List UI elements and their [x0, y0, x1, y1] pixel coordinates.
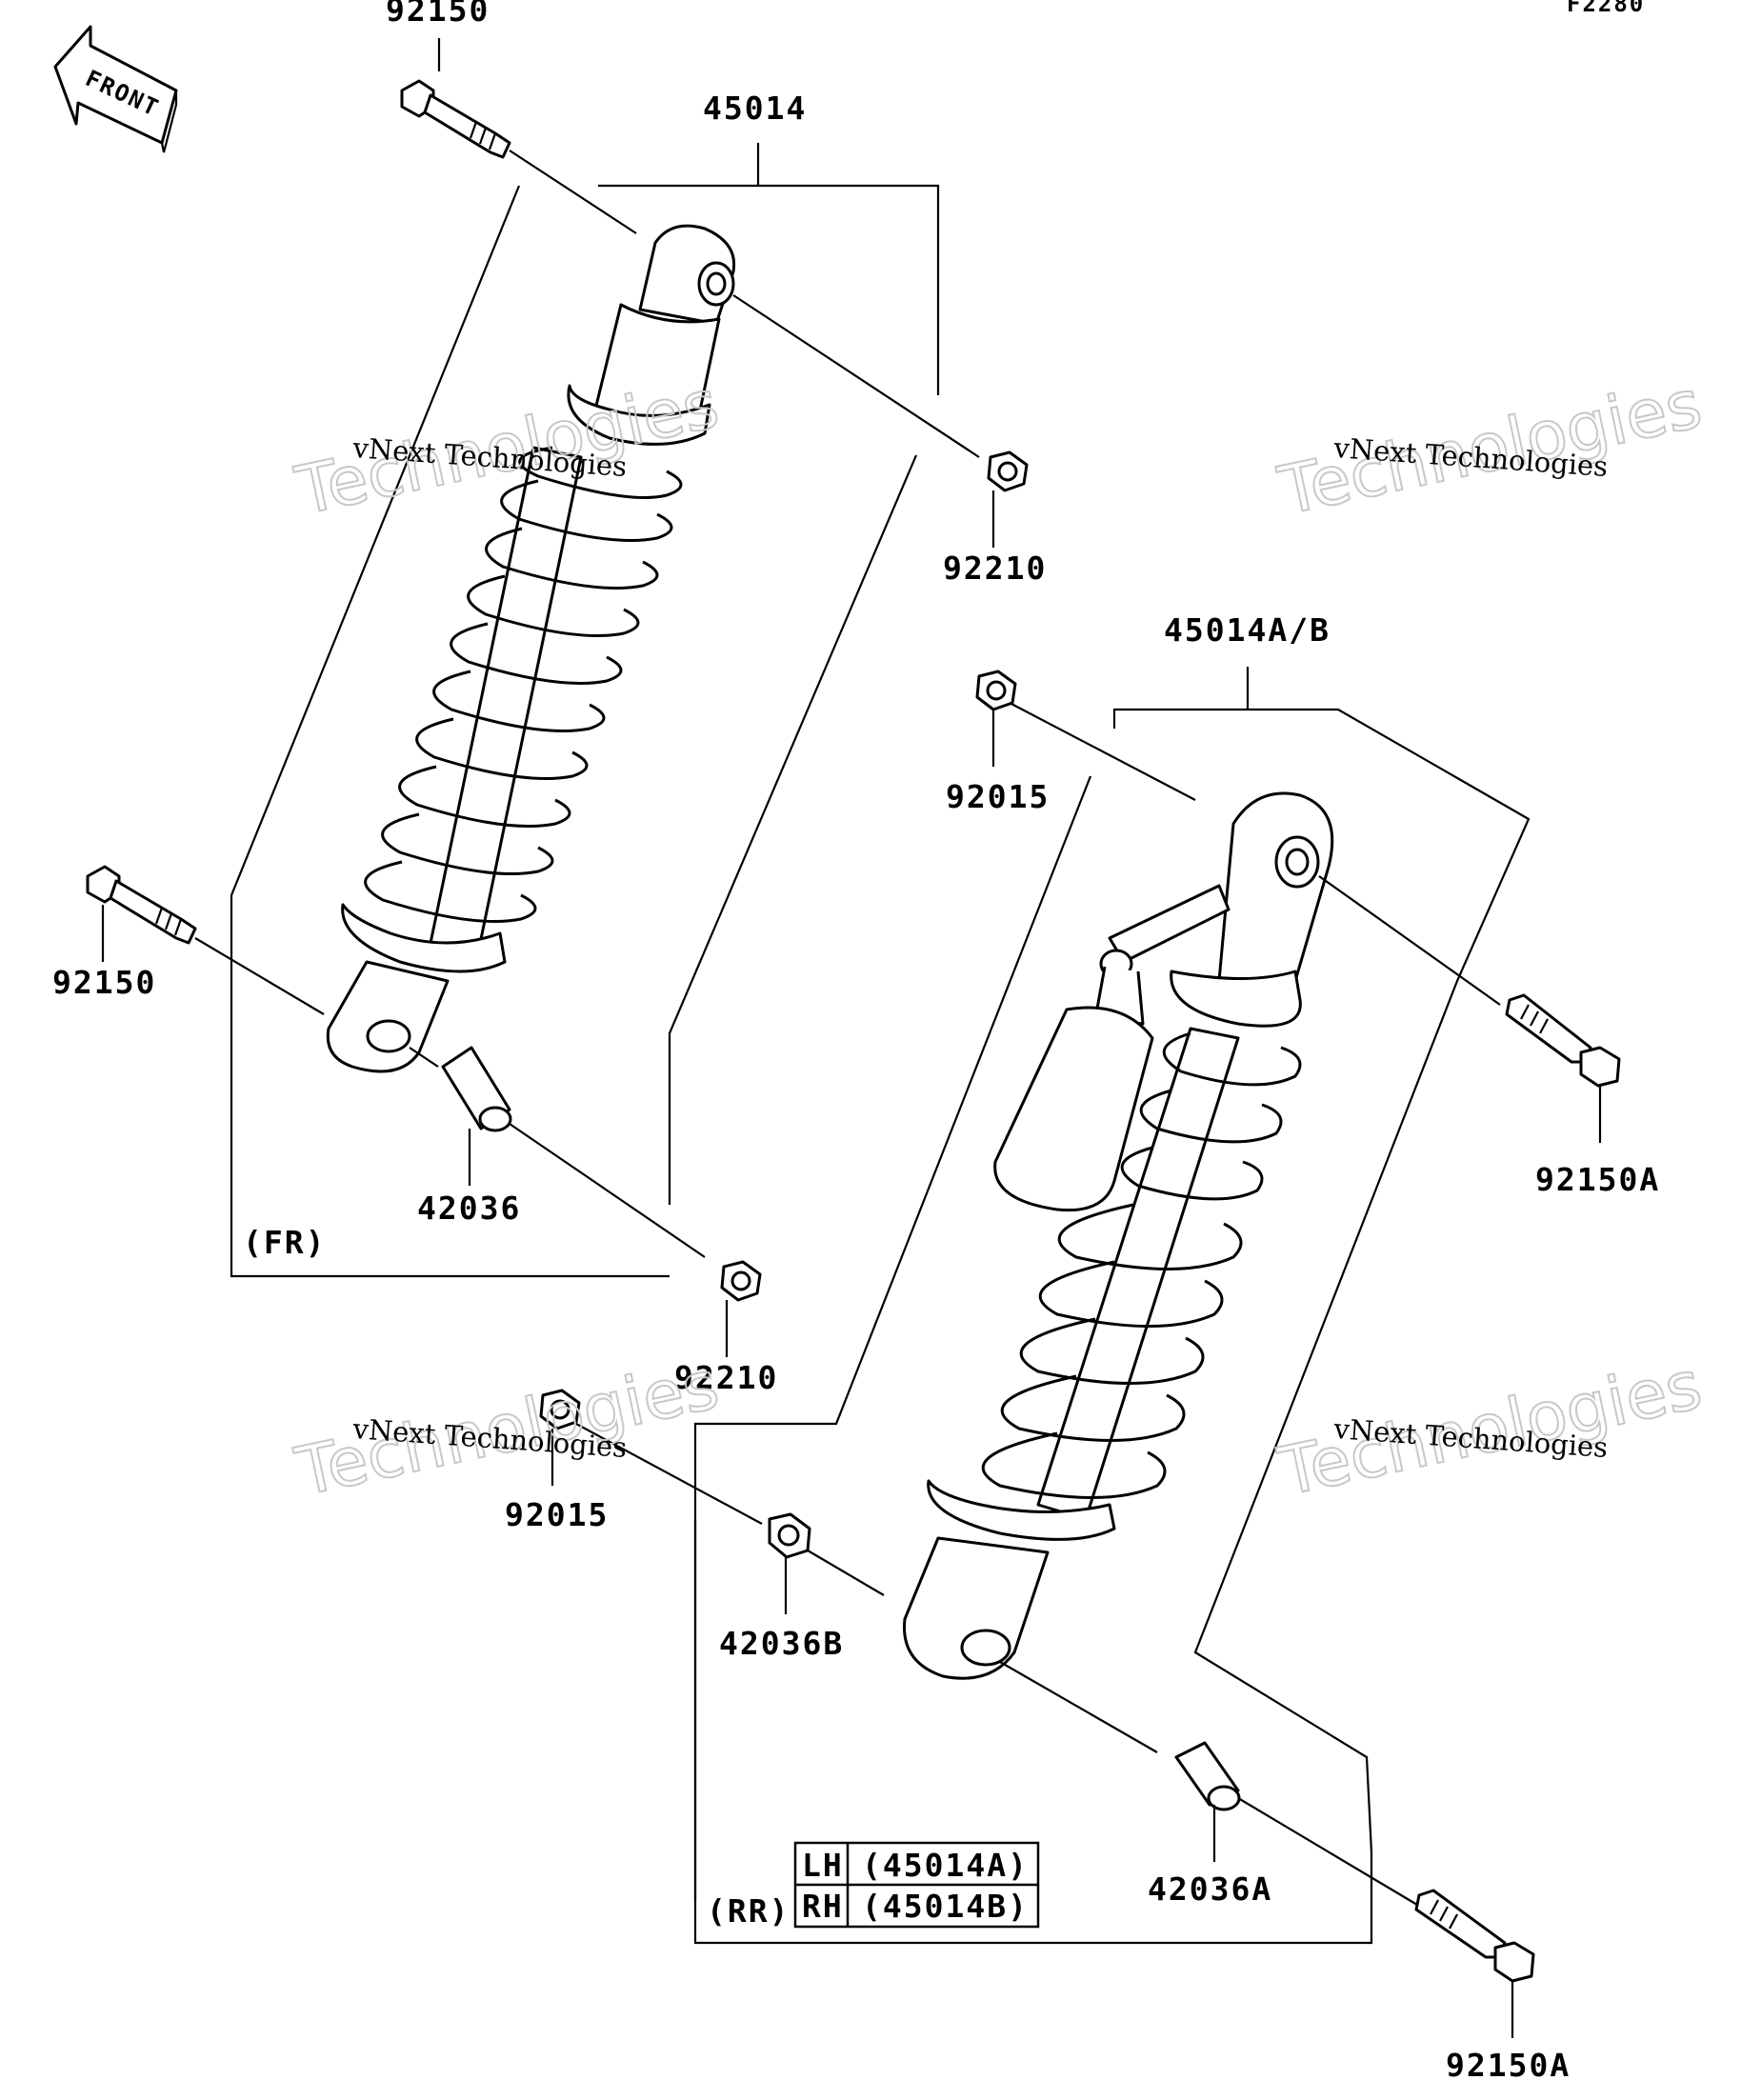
part-label: 92210: [943, 550, 1047, 587]
bolt-92150a-right: [1505, 993, 1621, 1088]
side-table-row-lh-part: (45014A): [862, 1847, 1029, 1884]
rear-group-label: (RR): [707, 1892, 790, 1930]
side-table-row-rh-part: (45014B): [862, 1888, 1029, 1925]
collar-42036b: [768, 1512, 811, 1559]
bolt-92150-top: [400, 79, 511, 159]
part-label: 92015: [505, 1496, 609, 1533]
part-label: 42036A: [1148, 1870, 1272, 1908]
part-label: 45014: [703, 90, 807, 127]
bolt-92150a-bottom: [1414, 1889, 1535, 1983]
nut-92015-bottom: [539, 1389, 581, 1430]
shock-absorber-rear: [903, 791, 1334, 1680]
nut-92210-top: [987, 450, 1029, 492]
side-table-row-rh-side: RH: [802, 1888, 844, 1925]
bolt-92150-left: [86, 865, 197, 945]
part-label: 42036B: [719, 1625, 844, 1662]
part-label: 92150A: [1446, 2047, 1571, 2084]
collar-42036a: [1174, 1741, 1241, 1811]
side-table-row-lh-side: LH: [802, 1847, 844, 1884]
part-label: 92015: [946, 778, 1050, 815]
diagram-code: F2280: [1567, 0, 1645, 17]
nut-92015-top: [975, 670, 1017, 711]
part-label: 45014A/B: [1164, 611, 1331, 649]
fr-frame: [230, 185, 670, 1278]
part-label: 92150: [52, 964, 156, 1001]
front-group-label: (FR): [243, 1224, 326, 1261]
shock-absorber-front: [326, 224, 736, 1073]
bracket-45014: [598, 184, 940, 395]
bracket-45014ab: [1112, 708, 1531, 1853]
part-label: 92150: [386, 0, 490, 29]
nut-92210-bottom: [720, 1260, 762, 1302]
side-table: LH (45014A) RH (45014B): [793, 1841, 1040, 1929]
part-label: 92210: [674, 1359, 778, 1396]
front-arrow-icon: FRONT: [53, 25, 178, 153]
part-label: 92150A: [1535, 1161, 1660, 1198]
collar-42036: [441, 1046, 512, 1132]
part-label: 42036: [417, 1190, 521, 1227]
